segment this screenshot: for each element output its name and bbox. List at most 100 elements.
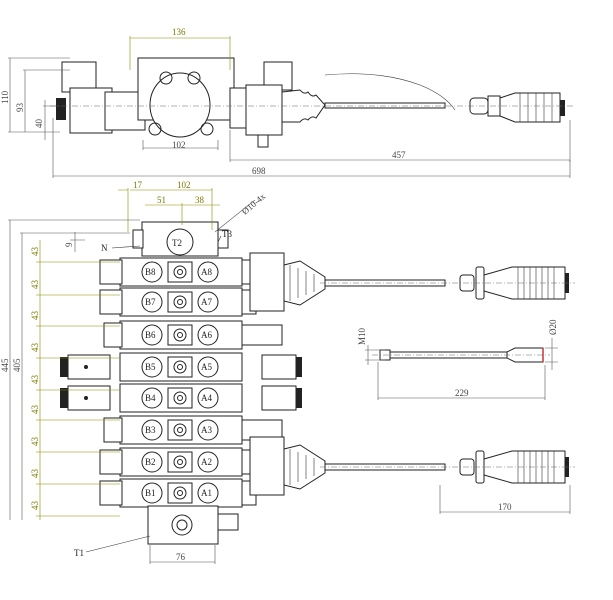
dim-51: 51 [157,195,166,205]
dim-170: 170 [498,502,512,512]
dim-9: 9 [64,242,74,247]
joystick-grip[interactable] [483,450,566,484]
top-left-coil [61,61,97,93]
port-a-label: A6 [201,330,212,340]
section-body [119,415,243,445]
dim-40: 40 [34,119,44,129]
port-a-label: A2 [201,457,212,467]
dim-43: 43 [30,247,40,257]
valve-section-6: B6 A6 [103,320,283,350]
port-a-circle [197,291,219,313]
right-solenoid [261,354,297,380]
port-b-label: B6 [145,330,156,340]
solenoid-connector [99,259,123,285]
port-t2-label: T2 [172,238,182,248]
solenoid-connector [99,480,123,506]
solenoid-connector [99,289,123,315]
port-b-circle [141,261,163,283]
port-b-label: B8 [145,267,156,277]
port-a-circle [197,261,219,283]
port-b-label: B2 [145,457,156,467]
port-b-circle [141,356,163,378]
top-view: 136 110 93 40 102 457 698 [0,27,575,178]
port-b-label: B1 [145,488,156,498]
port-b-circle [141,419,163,441]
dim-43: 43 [30,405,40,415]
dim-38: 38 [195,195,205,205]
port-t3-label: T3 [222,229,232,239]
port-b-label: B5 [145,362,156,372]
valve-section-8: B8 A8 [99,257,257,287]
dim-43: 43 [30,280,40,290]
dim-17: 17 [133,180,143,190]
dim-457: 457 [392,150,406,160]
section-body [119,287,243,317]
dim-43: 43 [30,375,40,385]
port-a-label: A1 [201,488,212,498]
dim-405: 405 [12,358,22,372]
joystick-grip[interactable] [483,266,566,300]
valve-section-5: B5 A5 [60,352,302,382]
port-b-circle [141,291,163,313]
end-cap [103,322,123,348]
dim-d20: Ø20 [548,319,558,335]
joystick-lower [249,436,575,496]
port-a-circle [197,419,219,441]
top-handle-rod [324,102,446,109]
dim-hole: Ø10-4x [240,191,268,217]
port-n-label: N [101,243,108,253]
valve-section-4: B4 A4 [60,383,302,413]
top-joystick-grip [499,92,561,123]
port-a-label: A7 [201,297,212,307]
left-solenoid [67,385,111,411]
port-b-circle [141,482,163,504]
port-t2-circle [166,228,194,256]
spool-icon [173,486,187,500]
port-a-label: A4 [201,393,212,403]
dim-93: 93 [15,103,25,113]
dim-43: 43 [30,311,40,321]
section-body [119,320,243,350]
top-cable [324,73,456,111]
spool-icon [173,455,187,469]
port-t1-label: T1 [74,548,84,558]
dim-102: 102 [172,140,186,150]
port-a-label: A3 [201,425,212,435]
lever-assemblies [249,252,575,496]
dim-445: 445 [0,358,10,372]
lever-base [249,436,285,496]
lever-base [249,252,285,312]
spool-icon [173,391,187,405]
dim-102-front: 102 [177,180,191,190]
spool-icon [173,265,187,279]
lever-rod-detail: M10 Ø20 229 [357,319,558,400]
dim-229: 229 [455,388,469,398]
joystick-dim: 170 [439,485,571,514]
top-boot [281,89,326,123]
left-solenoid [67,354,111,380]
port-a-label: A8 [201,267,212,277]
valve-section-1: B1 A1 [99,478,257,508]
port-a-circle [197,387,219,409]
port-a-circle [197,324,219,346]
port-a-label: A5 [201,362,212,372]
spool-icon [173,328,187,342]
joystick-upper [249,252,575,312]
dim-110: 110 [0,90,10,104]
port-b-label: B4 [145,393,156,403]
end-cap [103,417,123,443]
right-solenoid [261,385,297,411]
rubber-boot [283,260,326,306]
dim-43: 43 [30,343,40,353]
section-body [119,352,243,382]
spool-icon [173,423,187,437]
dim-136: 136 [172,27,186,37]
section-body [119,383,243,413]
section-body [119,257,243,287]
section-body [119,447,243,477]
